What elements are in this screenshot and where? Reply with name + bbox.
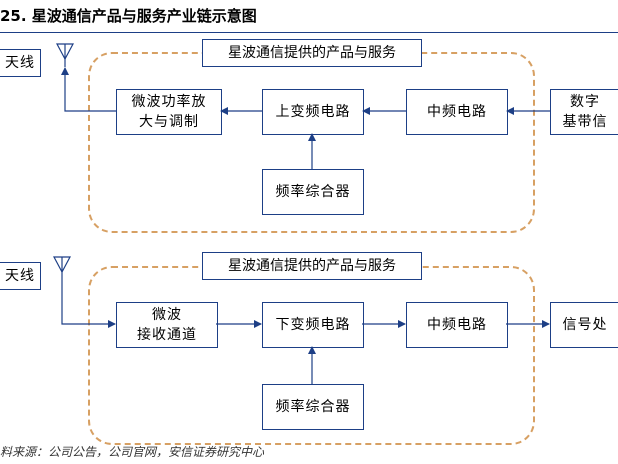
transmit-synthesizer-box: 频率综合器 (262, 169, 364, 215)
receive-group-label: 星波通信提供的产品与服务 (202, 252, 422, 280)
receive-if-label: 中频电路 (427, 317, 487, 333)
microwave-rx-line1: 微波 (152, 307, 182, 323)
arrow-antenna-to-rx-channel (61, 280, 116, 328)
downconverter-label: 下变频电路 (275, 317, 351, 333)
signal-proc-label: 信号处 (562, 317, 608, 333)
title-divider (0, 32, 618, 33)
source-note: 料来源：公司公告，公司官网，安信证券研究中心 (0, 445, 265, 459)
transmit-if-label: 中频电路 (427, 104, 487, 120)
transmit-synthesizer-label: 频率综合器 (275, 184, 351, 200)
microwave-pa-line1: 微波功率放 (131, 94, 207, 110)
figure-title: 25. 星波通信产品与服务产业链示意图 (0, 7, 257, 25)
transmit-antenna-box: 天线 (0, 49, 41, 77)
receive-antenna-box: 天线 (0, 262, 41, 290)
signal-processing-box: 信号处 (550, 302, 618, 348)
upconverter-box: 上变频电路 (262, 89, 364, 135)
microwave-rx-line2: 接收通道 (137, 327, 197, 343)
transmit-if-circuit-box: 中频电路 (406, 89, 508, 135)
upconverter-label: 上变频电路 (275, 104, 351, 120)
transmit-antenna-label: 天线 (5, 55, 35, 71)
microwave-receive-channel-box: 微波 接收通道 (116, 302, 218, 348)
receive-if-circuit-box: 中频电路 (406, 302, 508, 348)
receive-antenna-icon (53, 256, 71, 280)
transmit-group-label: 星波通信提供的产品与服务 (202, 39, 422, 67)
baseband-line2: 基带信 (562, 114, 608, 130)
baseband-line1: 数字 (570, 94, 600, 110)
microwave-power-amplifier-box: 微波功率放 大与调制 (116, 89, 222, 135)
transmit-antenna-icon (56, 43, 74, 67)
downconverter-box: 下变频电路 (262, 302, 364, 348)
microwave-pa-line2: 大与调制 (139, 114, 199, 130)
receive-synthesizer-box: 频率综合器 (262, 384, 364, 430)
arrow-pa-to-antenna (61, 67, 116, 112)
receive-synthesizer-label: 频率综合器 (275, 399, 351, 415)
receive-antenna-label: 天线 (5, 268, 35, 284)
digital-baseband-box: 数字 基带信 (550, 89, 618, 135)
